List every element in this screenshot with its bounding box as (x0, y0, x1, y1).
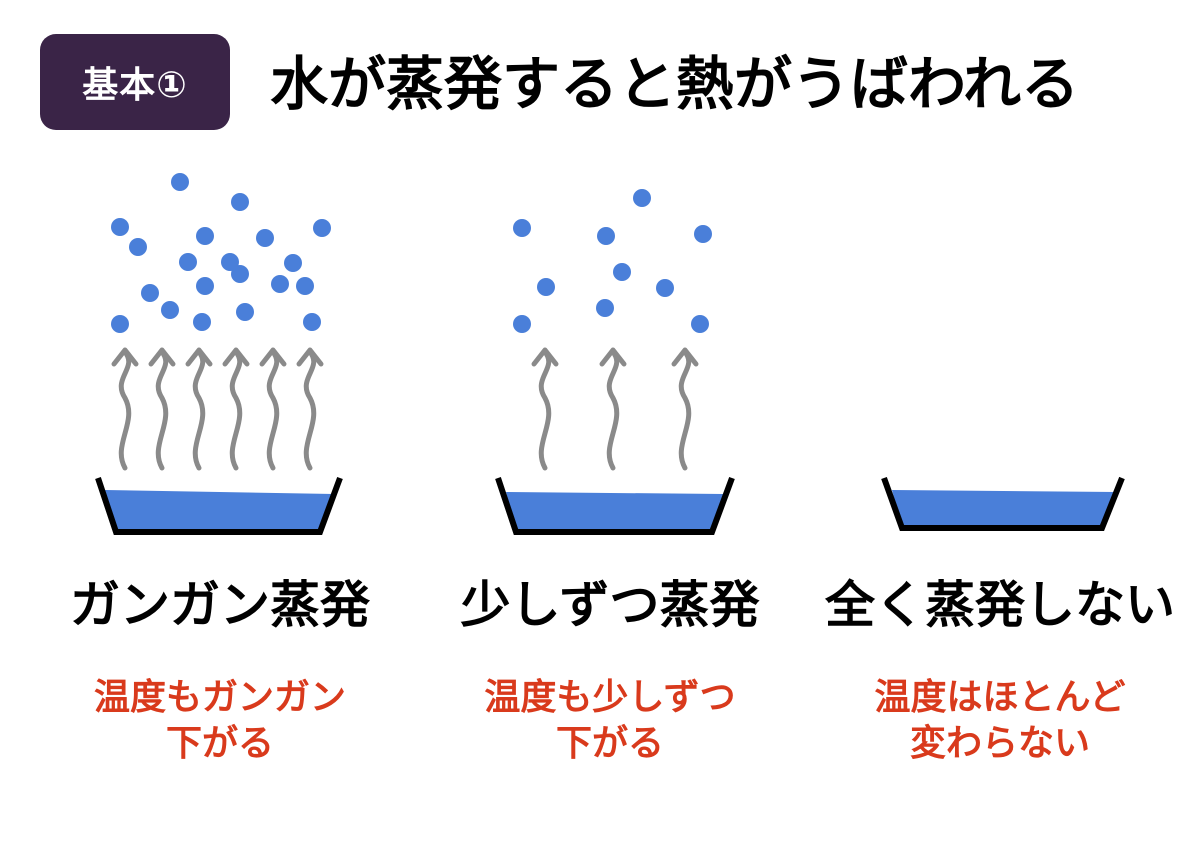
vapor-arrow (259, 347, 287, 471)
slow-evaporation-illustration (495, 189, 735, 535)
vapor-arrows (111, 347, 324, 471)
water-droplet (313, 219, 331, 237)
vapor-arrow (531, 347, 559, 471)
water-basin (881, 476, 1125, 531)
water-droplet (303, 313, 321, 331)
basin (95, 476, 343, 535)
water-droplets (513, 189, 712, 333)
water-basin (495, 476, 735, 535)
water-droplet (284, 254, 302, 272)
water-droplet (161, 301, 179, 319)
vapor-arrow (185, 347, 213, 471)
water-droplet (537, 278, 555, 296)
vapor-arrows (531, 347, 699, 471)
water-droplet (633, 189, 651, 207)
water-droplet (691, 315, 709, 333)
water-basin (95, 476, 343, 535)
panel-note-line: 温度はほとんど (874, 677, 1126, 718)
water (892, 490, 1116, 528)
basin (881, 476, 1125, 531)
water-droplet (513, 219, 531, 237)
no-evaporation-illustration (881, 476, 1125, 531)
panel-note: 温度はほとんど 変わらない (830, 675, 1170, 767)
water-droplet (111, 315, 129, 333)
water-droplet (513, 315, 531, 333)
water-droplet (596, 299, 614, 317)
water-droplet (111, 218, 129, 236)
water-droplet (171, 173, 189, 191)
water-droplet (231, 265, 249, 283)
panel-note: 温度も少しずつ 下がる (440, 675, 780, 767)
water-droplet (256, 229, 274, 247)
panel-note-line: 温度もガンガン (93, 677, 346, 718)
water-droplet (271, 275, 289, 293)
water-droplet (221, 253, 239, 271)
panel-note: 温度もガンガン 下がる (50, 675, 390, 767)
vapor-arrow (111, 347, 139, 471)
water (506, 492, 724, 532)
water-droplet (231, 193, 249, 211)
panel-label: 全く蒸発しない (825, 576, 1175, 634)
water-droplet (193, 313, 211, 331)
vapor-arrow (671, 347, 699, 471)
panel-note-line: 下がる (555, 723, 664, 764)
water-droplet (236, 303, 254, 321)
water-droplet (296, 277, 314, 295)
water-droplet (196, 277, 214, 295)
water-droplet (597, 227, 615, 245)
vapor-arrow (599, 347, 627, 471)
panel-heavy-evaporation: ガンガン蒸発 温度もガンガン 下がる (50, 160, 390, 820)
water-droplet (179, 253, 197, 271)
panel-note-line: 変わらない (909, 723, 1090, 764)
water-droplet (141, 284, 159, 302)
vapor-arrow (296, 347, 324, 471)
water-droplet (129, 238, 147, 256)
basin (495, 476, 735, 535)
header-badge: 基本① (40, 34, 230, 130)
page-title: 水が蒸発すると熱がうばわれる (270, 50, 1080, 118)
panel-slow-evaporation: 少しずつ蒸発 温度も少しずつ 下がる (440, 160, 780, 820)
vapor-arrow (222, 347, 250, 471)
panel-label: 少しずつ蒸発 (460, 576, 760, 634)
panel-label: ガンガン蒸発 (70, 576, 370, 634)
water-droplet (656, 279, 674, 297)
water-droplet (196, 227, 214, 245)
water (105, 490, 334, 532)
heavy-evaporation-illustration (95, 173, 343, 535)
water-droplet (613, 263, 631, 281)
water-droplet (694, 225, 712, 243)
panel-note-line: 下がる (165, 723, 274, 764)
water-droplets (111, 173, 331, 333)
panel-note-line: 温度も少しずつ (484, 677, 736, 718)
vapor-arrow (148, 347, 176, 471)
panel-no-evaporation: 全く蒸発しない 温度はほとんど 変わらない (825, 160, 1175, 820)
